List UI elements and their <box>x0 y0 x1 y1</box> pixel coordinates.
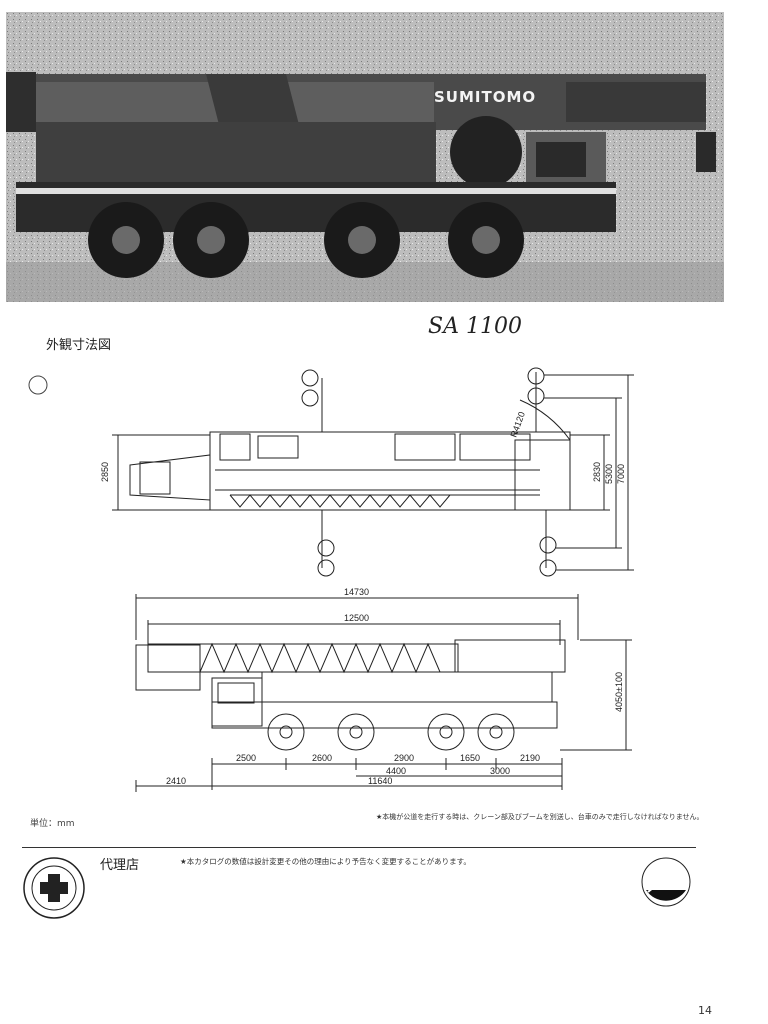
dim-width-2830: 2830 <box>592 462 602 482</box>
top-view-drawing <box>112 367 634 577</box>
side-view-drawing <box>135 594 632 792</box>
dim-rear-2190: 2190 <box>520 753 540 763</box>
dim-width-5300: 5300 <box>604 464 614 484</box>
dim-width-7000: 7000 <box>616 464 626 484</box>
dim-axle-2900: 2900 <box>394 753 414 763</box>
crane-photo: SUMITOMO <box>6 12 724 302</box>
hole-punch-mark <box>28 375 48 395</box>
dim-height: 4050±100 <box>614 672 624 712</box>
company-logo-icon <box>641 857 691 907</box>
handwritten-model-note: SA 1100 <box>428 314 522 339</box>
dim-wheelbase-total: 11640 <box>368 776 392 786</box>
dim-axle-2600: 2600 <box>312 753 332 763</box>
dim-axle-1650: 1650 <box>460 753 480 763</box>
dim-span-4400: 4400 <box>386 766 406 776</box>
page-number: 14 <box>698 1004 712 1017</box>
section-title: 外観寸法図 <box>46 338 112 353</box>
dealer-label: 代理店 <box>100 858 140 873</box>
safety-seal-icon <box>23 857 85 919</box>
dim-overall-width: 2850 <box>100 462 110 482</box>
brand-text: SUMITOMO <box>434 88 537 106</box>
dim-overall-length: 14730 <box>344 587 369 597</box>
divider-line <box>22 847 696 848</box>
travel-note: ★本機が公道を走行する時は、クレーン部及びブームを別送し、台車のみで走行しなけれ… <box>376 813 704 821</box>
dim-span-3000: 3000 <box>490 766 510 776</box>
dim-front-overhang: 2410 <box>166 776 186 786</box>
unit-label: 単位：mm <box>30 819 75 829</box>
catalog-note: ★本カタログの数値は設計変更その他の理由により予告なく変更することがあります。 <box>180 857 471 866</box>
dim-axle-2500: 2500 <box>236 753 256 763</box>
dim-boom-length: 12500 <box>344 613 369 623</box>
crane-photo-illustration <box>6 12 724 302</box>
